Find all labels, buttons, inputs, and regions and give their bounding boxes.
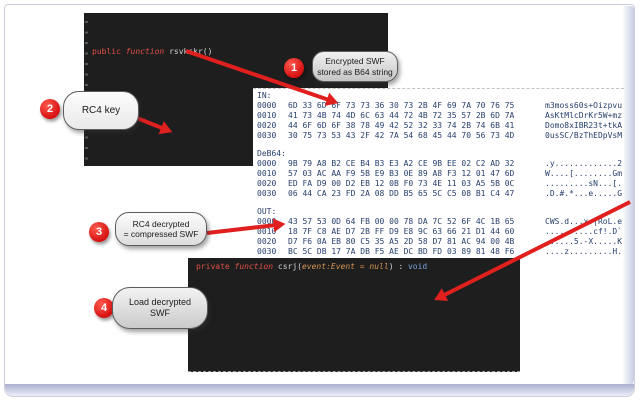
step-badge-4: 4 xyxy=(94,298,114,318)
callout-text: = compressed SWF xyxy=(123,229,199,239)
window-right-edge xyxy=(622,6,634,388)
callout-rc4-decrypted: RC4 decrypted= compressed SWF xyxy=(115,212,207,246)
callout-text: Load decrypted xyxy=(128,297,192,307)
code-line: private function csrj(event:Event = null… xyxy=(196,262,428,271)
window-bottom-edge xyxy=(5,384,634,396)
actionscript-code-block-csrj: private function csrj(event:Event = null… xyxy=(188,258,520,372)
callout-text: SWF xyxy=(150,308,170,318)
code-gutter xyxy=(85,17,88,162)
callout-text: RC4 key xyxy=(81,105,121,116)
step-badge-2: 2 xyxy=(40,99,60,119)
callout-rc4-key: RC4 key xyxy=(63,91,139,130)
hex-section-label: DeB64: xyxy=(257,149,286,158)
step-badge-1: 1 xyxy=(284,58,304,78)
callout-text: stored as B64 string xyxy=(317,66,393,77)
hex-section-label: IN: xyxy=(257,91,272,100)
callout-text: RC4 decrypted xyxy=(132,218,190,229)
step-badge-3: 3 xyxy=(89,222,109,242)
hex-section-label: OUT: xyxy=(257,207,277,216)
callout-text: Encrypted SWF xyxy=(325,56,385,66)
